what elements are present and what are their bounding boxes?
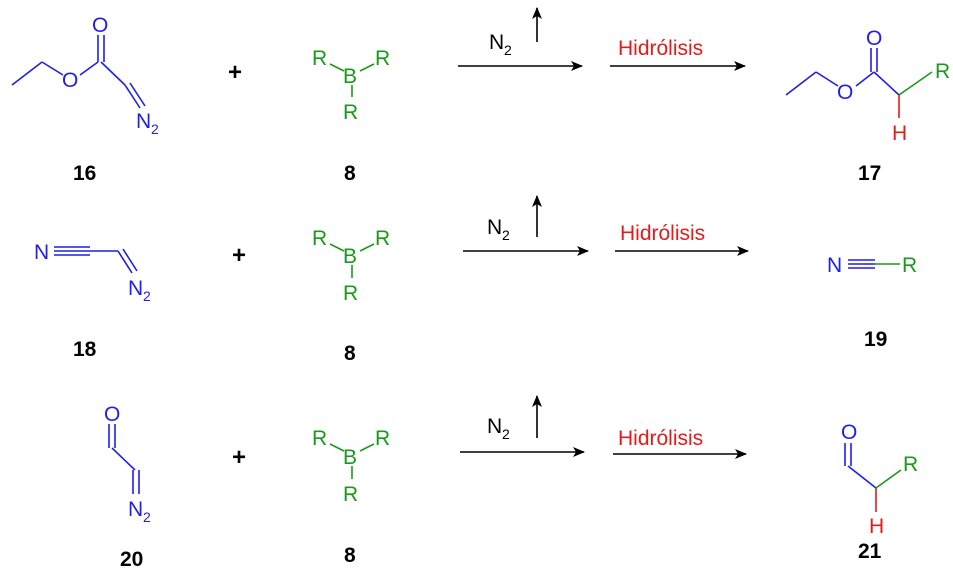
plus-sign: + — [232, 444, 246, 471]
hydrolysis-arrow: Hidrólisis — [615, 222, 749, 256]
nitrile-nitrogen: N — [34, 241, 49, 264]
compound-number-8: 8 — [344, 162, 356, 185]
trialkylborane-structure: B R R R — [312, 427, 390, 506]
aldehyde-oxygen: O — [841, 421, 857, 444]
nitrogen-gas-subscript: 2 — [502, 426, 510, 442]
hydrolysis-label: Hidrólisis — [618, 37, 703, 60]
trialkylborane-structure: B R R R — [312, 47, 390, 124]
diazo-subscript: 2 — [143, 288, 151, 304]
nitrile-nitrogen: N — [827, 254, 842, 277]
diazo-nitrogen: N — [128, 498, 143, 521]
alkyl-group: R — [312, 427, 327, 450]
diazo-nitrogen: N — [136, 110, 151, 133]
added-hydrogen: H — [892, 122, 907, 145]
carbonyl-oxygen: O — [866, 27, 882, 50]
compound-number-8: 8 — [344, 342, 356, 365]
alkyl-group: R — [375, 227, 390, 250]
alkyl-group: R — [312, 47, 327, 70]
alkyl-group: R — [343, 101, 358, 124]
reaction-row-2: N N 2 18 + B R R R 8 N 2 Hidrólisis — [34, 195, 917, 365]
reaction-row-1: O O N 2 16 + B R R R 8 N 2 Hidrólisis — [11, 7, 950, 185]
alkyl-group: R — [903, 453, 918, 476]
nitrogen-release-arrow: N 2 — [458, 7, 583, 71]
compound-number-21: 21 — [858, 540, 882, 563]
nitrogen-gas-label: N — [487, 216, 502, 239]
boron-atom: B — [343, 245, 357, 268]
nitrogen-gas-subscript: 2 — [502, 227, 510, 243]
alkyl-group: R — [312, 227, 327, 250]
hydrolysis-arrow: Hidrólisis — [610, 37, 746, 71]
carbonyl-oxygen: O — [92, 14, 108, 37]
diazoacetonitrile-structure: N N 2 — [34, 241, 151, 304]
nitrogen-release-arrow: N 2 — [463, 195, 589, 256]
hydrolysis-label: Hidrólisis — [620, 222, 705, 245]
alkyl-group: R — [343, 483, 358, 506]
compound-number-20: 20 — [120, 548, 143, 569]
diazoacetaldehyde-structure: O N 2 — [104, 403, 151, 525]
plus-sign: + — [228, 59, 242, 86]
alkyl-acetaldehyde-structure: O R H — [841, 421, 918, 538]
plus-sign: + — [232, 242, 246, 269]
nitrogen-release-arrow: N 2 — [460, 395, 585, 457]
ester-oxygen: O — [62, 69, 78, 92]
boron-atom: B — [343, 65, 357, 88]
nitrogen-gas-label: N — [487, 415, 502, 438]
alkyl-group: R — [935, 60, 950, 83]
ethyl-diazoacetate-structure: O O N 2 — [11, 14, 159, 137]
reaction-row-3: O N 2 20 + B R R R 8 N 2 Hidrólisis — [104, 395, 918, 569]
compound-number-8: 8 — [344, 544, 356, 567]
alkyl-group: R — [375, 47, 390, 70]
ethyl-alkylacetate-structure: O O R H — [785, 27, 950, 145]
trialkylborane-structure: B R R R — [312, 227, 390, 305]
compound-number-16: 16 — [73, 162, 96, 185]
diazo-nitrogen: N — [128, 277, 143, 300]
hydrolysis-label: Hidrólisis — [618, 427, 703, 450]
alkyl-nitrile-structure: N R — [827, 254, 917, 277]
added-hydrogen: H — [869, 515, 884, 538]
aldehyde-oxygen: O — [104, 403, 120, 426]
ester-oxygen: O — [837, 81, 853, 104]
nitrogen-gas-subscript: 2 — [504, 42, 512, 58]
alkyl-group: R — [375, 427, 390, 450]
nitrogen-gas-label: N — [489, 31, 504, 54]
diazo-subscript: 2 — [151, 121, 159, 137]
compound-number-19: 19 — [864, 328, 887, 351]
compound-number-18: 18 — [73, 338, 97, 361]
boron-atom: B — [343, 446, 357, 469]
compound-number-17: 17 — [858, 162, 881, 185]
alkyl-group: R — [343, 282, 358, 305]
diazo-subscript: 2 — [143, 509, 151, 525]
alkyl-group: R — [902, 254, 917, 277]
hydrolysis-arrow: Hidrólisis — [613, 427, 747, 459]
